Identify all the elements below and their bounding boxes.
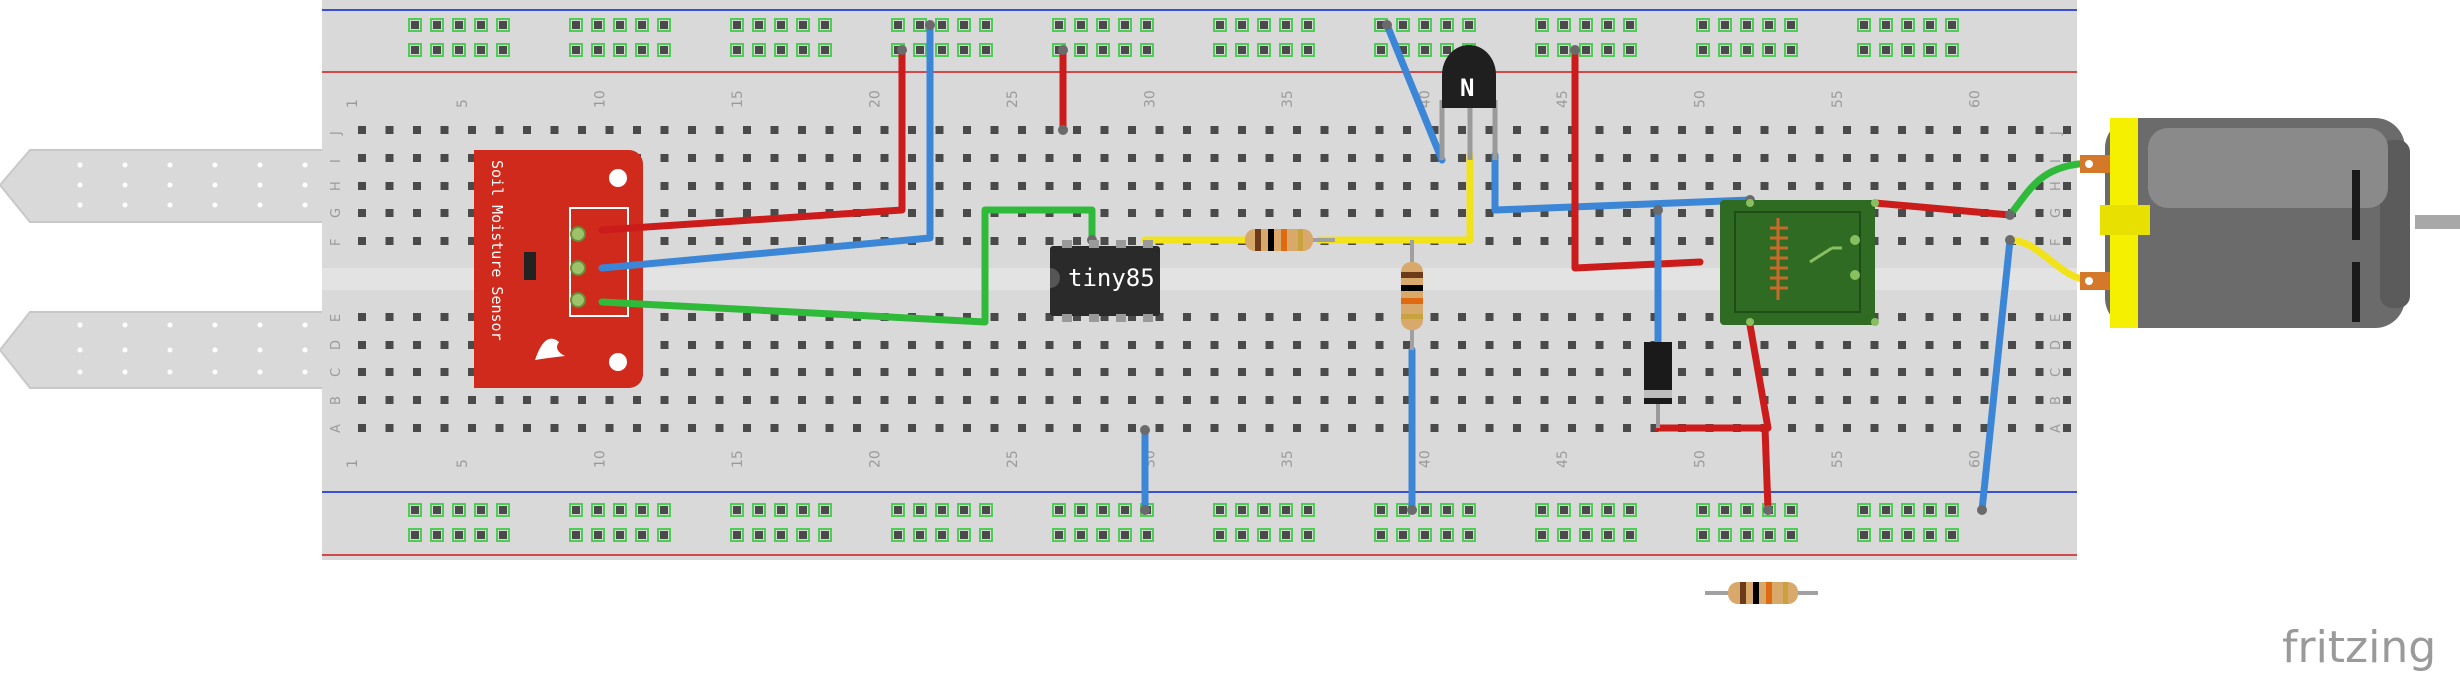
svg-text:C: C xyxy=(2049,368,2064,377)
svg-text:1: 1 xyxy=(345,99,361,108)
svg-text:60: 60 xyxy=(1968,450,1984,468)
fritzing-logo: fritzing xyxy=(2282,622,2436,673)
svg-text:20: 20 xyxy=(868,90,884,108)
soil-moisture-sensor: Soil Moisture Sensor xyxy=(474,150,643,388)
svg-text:G: G xyxy=(329,208,344,218)
wire-green-motor-lead xyxy=(2006,159,2094,219)
npn-transistor: N xyxy=(1439,45,1498,160)
dc-motor xyxy=(2080,118,2460,328)
wire-blue-motor-gnd xyxy=(1978,236,2014,514)
wire-green-sensor-signal xyxy=(598,206,1096,326)
svg-text:60: 60 xyxy=(1968,90,1984,108)
svg-text:A: A xyxy=(2049,424,2064,433)
svg-text:35: 35 xyxy=(1280,450,1296,468)
svg-text:50: 50 xyxy=(1693,450,1709,468)
svg-text:5: 5 xyxy=(455,99,471,108)
svg-text:H: H xyxy=(2049,181,2064,191)
wire-red-relay-bottom xyxy=(1746,321,1772,432)
svg-text:25: 25 xyxy=(1005,450,1021,468)
svg-text:5: 5 xyxy=(455,459,471,468)
svg-text:30: 30 xyxy=(1143,90,1159,108)
svg-text:J: J xyxy=(329,131,344,136)
transistor-label: N xyxy=(1460,74,1474,102)
chip-label: tiny85 xyxy=(1068,264,1155,292)
resistor-vertical xyxy=(1401,240,1423,350)
svg-text:I: I xyxy=(2049,159,2064,163)
svg-text:1: 1 xyxy=(345,459,361,468)
wire-yellow-resistor-base xyxy=(1316,151,1474,244)
svg-text:50: 50 xyxy=(1693,90,1709,108)
svg-text:D: D xyxy=(2049,340,2064,350)
svg-text:I: I xyxy=(329,159,344,163)
svg-text:15: 15 xyxy=(730,90,746,108)
svg-text:55: 55 xyxy=(1830,450,1846,468)
diode xyxy=(1644,342,1672,428)
svg-text:25: 25 xyxy=(1005,90,1021,108)
svg-text:40: 40 xyxy=(1418,450,1434,468)
svg-text:G: G xyxy=(2049,208,2064,218)
svg-text:15: 15 xyxy=(730,450,746,468)
breadboard-column-labels: 1155101015152020252530303535404045455050… xyxy=(345,90,1984,468)
svg-text:J: J xyxy=(2049,131,2064,136)
svg-text:D: D xyxy=(329,340,344,350)
svg-text:F: F xyxy=(2049,239,2064,246)
resistor-horizontal xyxy=(1245,229,1335,251)
svg-text:35: 35 xyxy=(1280,90,1296,108)
svg-text:H: H xyxy=(329,181,344,191)
svg-text:10: 10 xyxy=(593,90,609,108)
wire-red-sensor-vcc xyxy=(598,46,906,234)
svg-text:F: F xyxy=(329,239,344,246)
wire-blue-collector-relay xyxy=(1491,151,1754,214)
svg-text:10: 10 xyxy=(593,450,609,468)
svg-text:E: E xyxy=(2049,314,2064,322)
svg-text:20: 20 xyxy=(868,450,884,468)
sensor-label: Soil Moisture Sensor xyxy=(488,160,506,341)
svg-text:A: A xyxy=(329,424,344,433)
wire-red-relay-motor xyxy=(1871,199,2014,219)
svg-text:B: B xyxy=(329,396,344,405)
wire-blue-transistor-gnd xyxy=(1383,21,1446,164)
relay xyxy=(1720,199,1879,326)
svg-text:45: 45 xyxy=(1555,450,1571,468)
svg-text:B: B xyxy=(2049,396,2064,405)
svg-text:45: 45 xyxy=(1555,90,1571,108)
breadboard-center-channel xyxy=(322,268,2077,290)
breadboard-row-labels: J J I I H H G G F F E E D D C C B B A A xyxy=(329,131,2064,433)
svg-text:C: C xyxy=(329,368,344,377)
svg-text:E: E xyxy=(329,314,344,322)
resistor-loose xyxy=(1705,582,1818,604)
wire-blue-sensor-gnd xyxy=(598,21,934,272)
attiny85-chip: tiny85 xyxy=(1050,240,1160,322)
svg-text:55: 55 xyxy=(1830,90,1846,108)
